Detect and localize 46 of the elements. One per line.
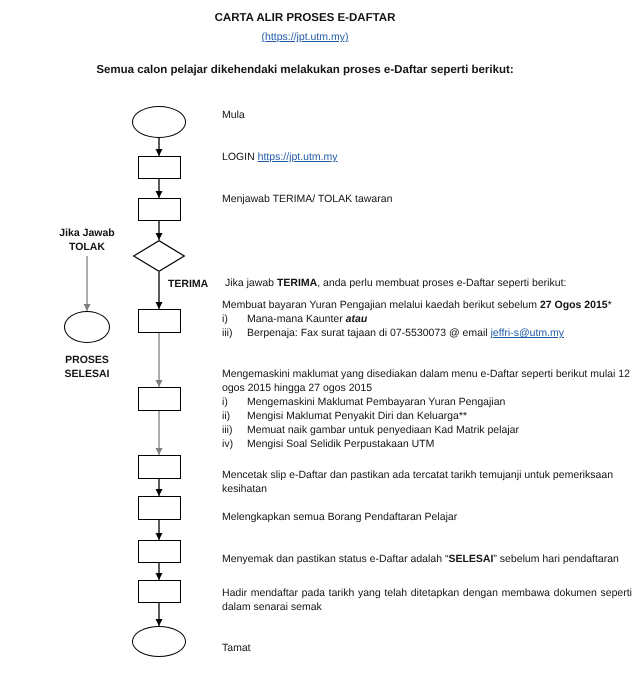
url-link: (https://jpt.utm.my)	[260, 30, 350, 44]
arrow	[156, 563, 162, 580]
step-description: Mula	[222, 108, 246, 122]
arrow	[156, 138, 162, 156]
process-box	[138, 387, 180, 411]
arrow	[156, 479, 162, 496]
process-box	[138, 496, 180, 520]
terminal-label: PROSES SELESAI	[64, 353, 110, 381]
process-box	[138, 309, 180, 333]
step-description: Melengkapkan semua Borang Pendaftaran Pelajar	[222, 510, 458, 524]
branch-label: Jika Jawab TOLAK	[53, 226, 121, 254]
arrow	[84, 256, 90, 311]
instruction-text: Semua calon pelajar dikehendaki melakukan proses e-Daftar seperti berikut:	[95, 63, 515, 77]
list-item: iv) Mengisi Soal Selidik Perpustakaan UTM	[222, 437, 436, 451]
process-box	[138, 198, 180, 221]
arrow	[156, 221, 162, 240]
arrow	[156, 179, 162, 198]
step-description: LOGIN https://jpt.utm.my	[222, 150, 339, 164]
terminator-oval	[64, 311, 110, 343]
process-box	[138, 455, 180, 479]
arrow	[156, 603, 162, 626]
step-description: Menyemak dan pastikan status e-Daftar adalah “SELESAI” sebelum hari pendaftaran	[222, 552, 620, 566]
step-description: Menjawab TERIMA/ TOLAK tawaran	[222, 192, 394, 206]
arrow	[156, 411, 162, 455]
list-item: iii) Berpenaja: Fax surat tajaan di 07-5530073 @ email jeffri-s@utm.my	[222, 326, 566, 340]
terminator-oval	[132, 626, 186, 657]
terminator-oval	[132, 106, 186, 138]
link: https://jpt.utm.my	[258, 151, 338, 163]
step-description: Membuat bayaran Yuran Pengajian melalui kaedah berikut sebelum 27 Ogos 2015*	[222, 298, 613, 312]
step-description: Hadir mendaftar pada tarikh yang telah ditetapkan dengan membawa dokumen seperti dalam senarai semak	[222, 586, 632, 614]
list-item: iii) Memuat naik gambar untuk penyediaan Kad Matrik pelajar	[222, 423, 520, 437]
link: jeffri-s@utm.my	[490, 327, 564, 339]
process-box	[138, 580, 180, 603]
arrow	[156, 520, 162, 540]
branch-note: Jika jawab TERIMA, anda perlu membuat proses e-Daftar seperti berikut:	[225, 276, 568, 290]
arrow	[156, 272, 162, 309]
arrow	[156, 333, 162, 387]
step-description: Mencetak slip e-Daftar dan pastikan ada tercatat tarikh temujanji untuk pemeriksaan kesihatan	[222, 468, 614, 496]
decision-diamond	[133, 240, 185, 272]
list-item: i) Mana-mana Kaunter atau	[222, 312, 368, 326]
step-description: Tamat	[222, 641, 252, 655]
process-box	[138, 156, 180, 179]
title: CARTA ALIR PROSES E-DAFTAR	[214, 11, 396, 25]
list-item: i) Mengemaskini Maklumat Pembayaran Yuran Pengajian	[222, 395, 506, 409]
list-item: ii) Mengisi Maklumat Penyakit Diri dan Keluarga**	[222, 409, 468, 423]
process-box	[138, 540, 180, 563]
